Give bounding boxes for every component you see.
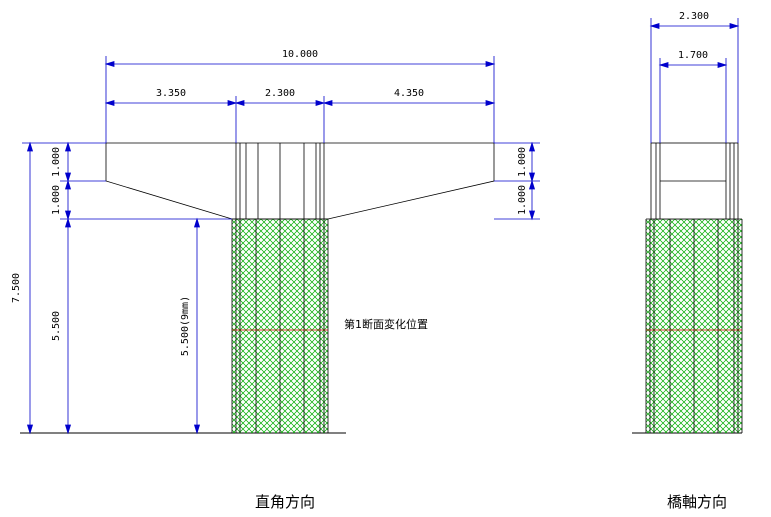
dim-total-height: 7.500 [11,273,22,303]
side-view-caption: 橋軸方向 [667,493,727,511]
dim-center: 2.300 [265,88,295,99]
side-dim-inner: 1.700 [678,50,708,61]
dim-right-b: 1.000 [517,185,528,215]
cap-beam-outline [105,142,495,220]
right-dimensions [494,141,540,221]
dim-upper-a: 1.000 [51,147,62,177]
dim-right-a: 1.000 [517,147,528,177]
dim-column: 5.500 [51,311,62,341]
dim-upper-b: 1.000 [51,185,62,215]
side-dimensions [649,18,740,143]
cap-inner-lines [235,143,325,219]
side-view: 2.300 1.700 橋軸方向 [632,11,743,511]
left-dimensions [22,141,232,435]
dim-right: 4.350 [394,88,424,99]
dim-overall-width: 10.000 [282,49,318,60]
side-cap-lines [655,143,735,219]
top-dimensions [104,56,496,143]
dim-left: 3.350 [156,88,186,99]
column-lines [231,219,329,433]
side-dim-outer: 2.300 [679,11,709,22]
front-view-caption: 直角方向 [255,493,315,511]
side-column-lines [645,218,743,433]
dim-column-embedded: 5.500(9mm) [180,296,191,356]
section-change-label: 第1断面変化位置 [344,317,428,331]
front-view: 10.000 3.350 2.300 4.350 7.500 1.000 1.0… [11,49,540,511]
